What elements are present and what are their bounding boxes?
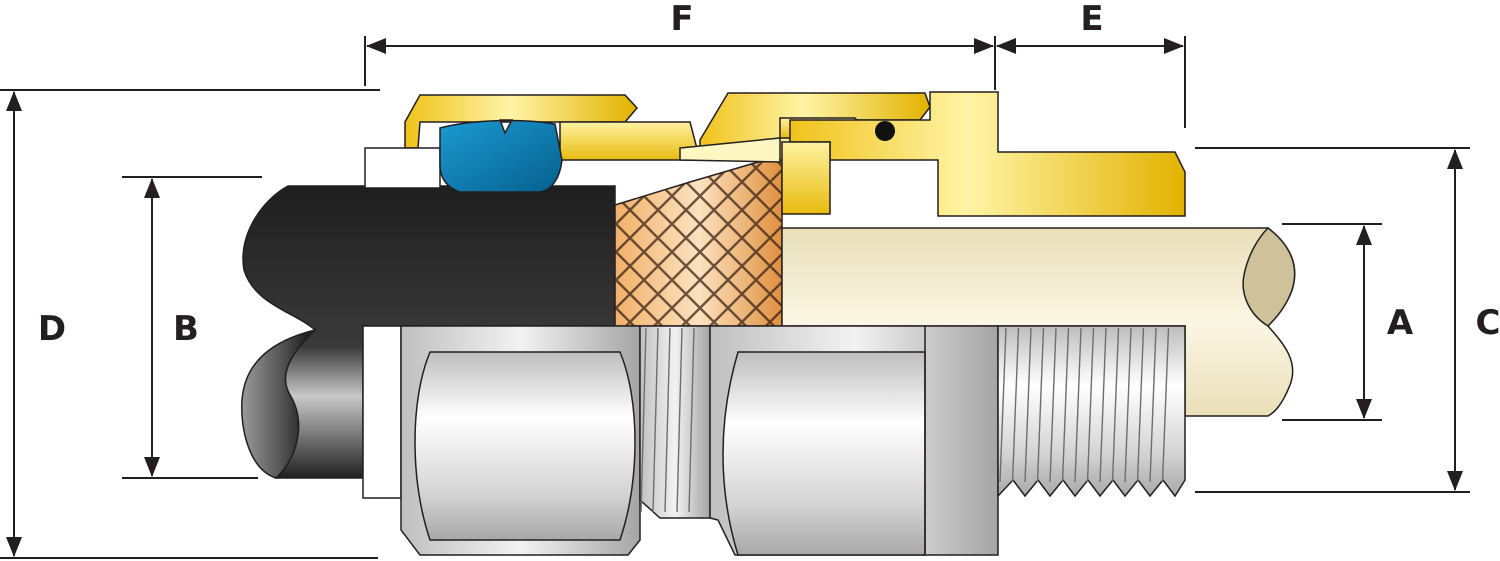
gap-block [840, 162, 936, 224]
armour-braid [614, 153, 783, 327]
dimension-d-label: D [38, 309, 66, 349]
dimension-a-label: A [1387, 303, 1414, 343]
steel-gland-body [362, 325, 1186, 556]
dimension-e-label: E [1080, 0, 1103, 39]
inner-cable-core [781, 227, 1296, 417]
dimension-c-label: C [1476, 303, 1500, 343]
dimension-lines [0, 36, 1470, 559]
cable-outer-sheath [241, 185, 616, 479]
dimension-f-label: F [670, 0, 693, 39]
blue-seal [439, 119, 563, 193]
gap-block [364, 147, 441, 189]
o-ring-dot [875, 121, 895, 141]
dimension-b-label: B [173, 309, 199, 349]
